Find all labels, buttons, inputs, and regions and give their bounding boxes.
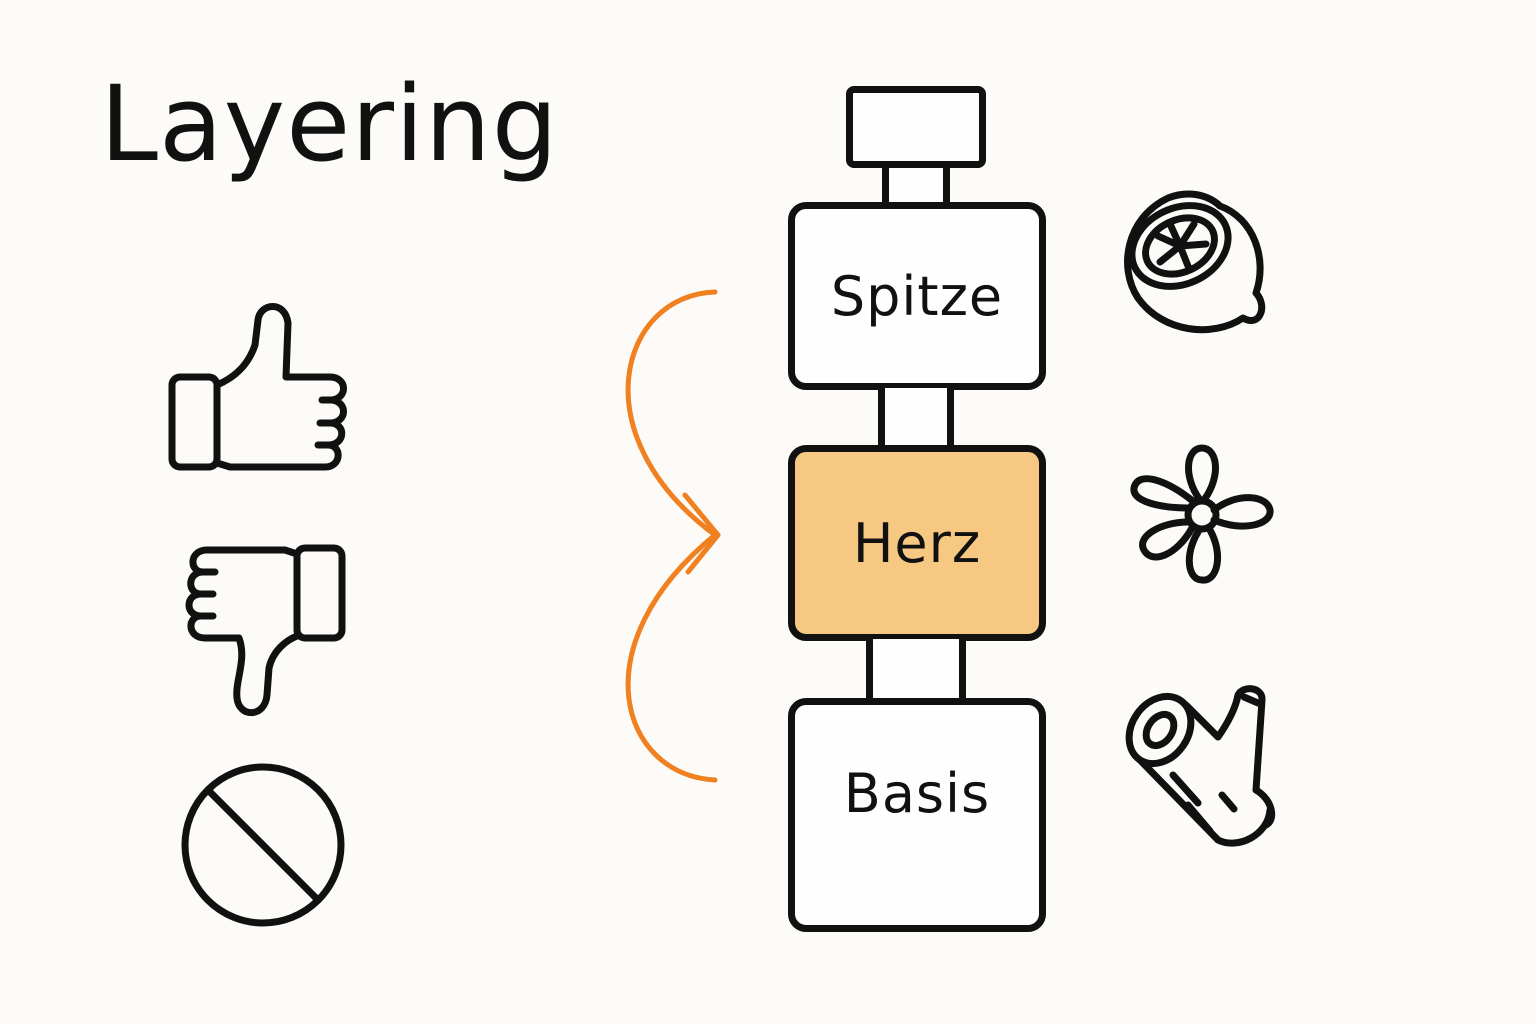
thumbs-up-icon	[160, 295, 360, 485]
stack-cap	[846, 86, 986, 168]
layer-top: Spitze	[788, 202, 1046, 390]
layer-middle: Herz	[788, 445, 1046, 641]
arrowhead	[682, 492, 721, 575]
arrow-bottom-to-middle	[625, 532, 718, 783]
page-title: Layering	[100, 63, 559, 185]
wood-log-icon	[1118, 685, 1288, 855]
thumbs-down-icon	[175, 540, 355, 730]
stack-connector	[882, 168, 950, 206]
layer-middle-label: Herz	[852, 511, 982, 575]
layer-top-label: Spitze	[830, 264, 1004, 328]
layer-base-label: Basis	[843, 761, 991, 825]
layer-base: Basis	[788, 698, 1046, 932]
lemon-icon	[1118, 188, 1278, 338]
flow-arrows	[590, 280, 730, 790]
stack-connector	[866, 639, 966, 701]
flower-icon	[1122, 440, 1282, 590]
prohibited-icon	[178, 760, 348, 930]
arrow-top-to-middle	[625, 289, 718, 538]
stack-connector	[878, 388, 954, 448]
